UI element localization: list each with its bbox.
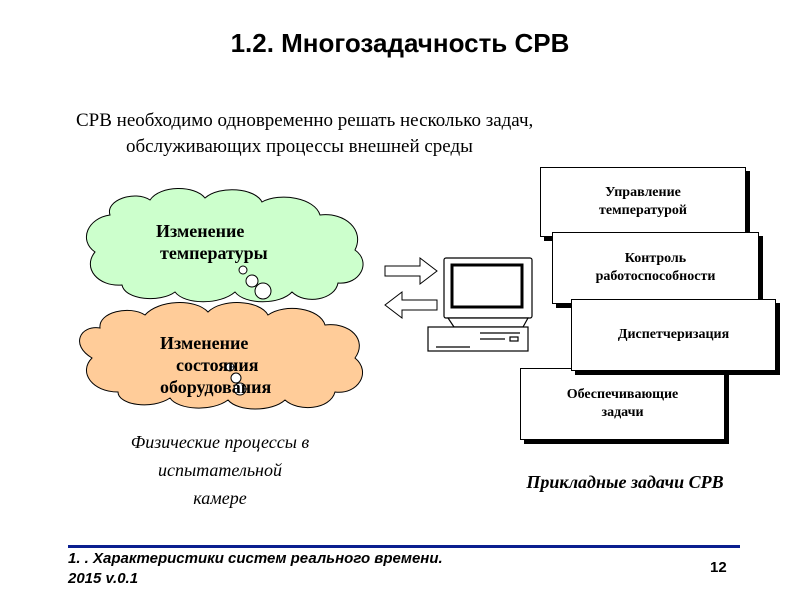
temperature-cloud-line-2: температуры	[160, 243, 268, 263]
intro-text: СРВ необходимо одновременно решать неско…	[76, 108, 676, 160]
thought-bubble-icon	[225, 265, 272, 396]
intro-line-2: обслуживающих процессы внешней среды	[126, 136, 473, 157]
arrow-left-icon	[384, 290, 438, 320]
temperature-cloud-label: Изменение температуры	[156, 220, 268, 264]
task-support-line-2: задачи	[601, 405, 644, 420]
applied-tasks-caption: Прикладные задачи СРВ	[526, 472, 724, 492]
task-box-dispatching: Диспетчеризация	[571, 299, 776, 371]
footer-text: 1. . Характеристики систем реального вре…	[68, 549, 443, 589]
physical-caption-line-3: камере	[193, 488, 247, 508]
equipment-cloud	[79, 302, 363, 410]
footer-line-1: 1. . Характеристики систем реального вре…	[68, 550, 443, 567]
task-temp-control-line-2: температурой	[599, 203, 687, 218]
task-health-check-line-2: работоспособности	[595, 269, 716, 284]
computer-icon	[427, 257, 533, 352]
footer-line-2: 2015 v.0.1	[68, 570, 139, 587]
task-temp-control-line-1: Управление	[605, 185, 681, 200]
task-box-support: Обеспечивающие задачи	[520, 368, 725, 440]
task-dispatching-line-1: Диспетчеризация	[617, 327, 730, 342]
temperature-cloud-line-1: Изменение	[156, 221, 245, 241]
equipment-cloud-line-3: оборудования	[160, 377, 272, 397]
physical-processes-caption: Физические процессы в испытательной каме…	[80, 428, 360, 512]
physical-caption-line-1: Физические процессы в	[130, 432, 310, 452]
physical-caption-line-2: испытательной	[158, 460, 282, 480]
arrow-right-icon	[384, 256, 438, 286]
temperature-cloud	[85, 188, 364, 303]
footer-rule	[68, 545, 740, 548]
task-box-health-check: Контроль работоспособности	[552, 232, 759, 304]
equipment-cloud-label: Изменение состояния оборудования	[160, 332, 271, 398]
task-support-line-1: Обеспечивающие	[566, 387, 679, 402]
task-health-check-line-1: Контроль	[624, 251, 687, 266]
page-title: 1.2. Многозадачность СРВ	[230, 28, 570, 58]
intro-line-1: СРВ необходимо одновременно решать неско…	[76, 110, 534, 131]
page-number: 12	[710, 559, 727, 576]
equipment-cloud-line-1: Изменение	[160, 333, 249, 353]
task-box-temp-control: Управление температурой	[540, 167, 746, 237]
equipment-cloud-line-2: состояния	[176, 355, 259, 375]
